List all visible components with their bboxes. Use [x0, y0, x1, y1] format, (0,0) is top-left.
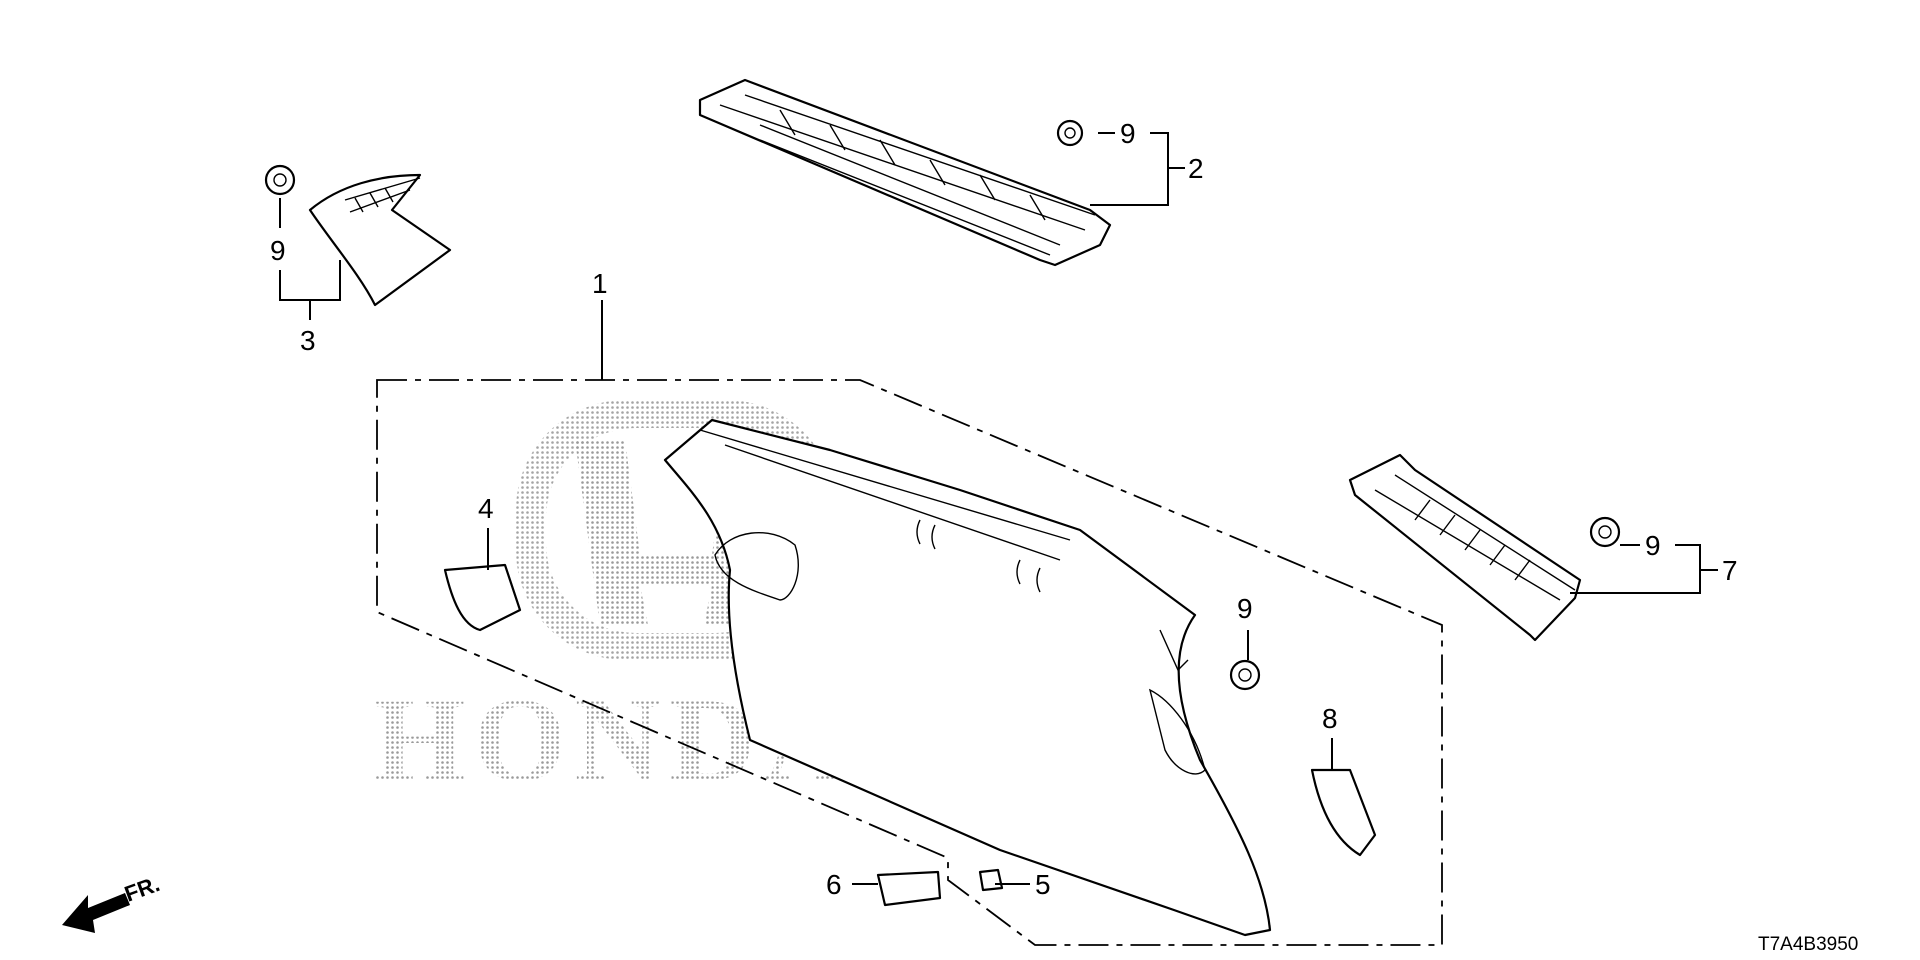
part-2-upper-trim: [698, 78, 1112, 267]
callout-9-part3: 9: [270, 235, 286, 266]
part-8-cover: [1310, 768, 1377, 857]
part-5-clip: [978, 868, 1004, 892]
part-1-tailgate-lining: [663, 418, 1272, 937]
diagram-code: T7A4B3950: [1758, 934, 1858, 955]
part-7-side-trim: [1348, 453, 1582, 642]
callout-2: 2: [1188, 153, 1204, 184]
front-direction-arrow-icon: [62, 893, 130, 933]
callout-9-part7: 9: [1645, 530, 1661, 561]
leader-lines: [279, 132, 1718, 885]
callout-8: 8: [1322, 703, 1338, 734]
front-direction-label: FR.: [121, 871, 163, 907]
part-3-pillar-trim: [308, 173, 452, 307]
callout-6: 6: [826, 869, 842, 900]
assembly-1-boundary: [376, 379, 1443, 946]
part-4-cover: [443, 563, 522, 632]
clip-icon: [264, 119, 1621, 691]
callout-4: 4: [478, 493, 494, 524]
callout-9-part1: 9: [1237, 593, 1253, 624]
callout-9-part2: 9: [1120, 118, 1136, 149]
callout-7: 7: [1722, 555, 1738, 586]
part-6-handle: [876, 870, 942, 907]
callout-1: 1: [592, 268, 608, 299]
callout-5: 5: [1035, 869, 1051, 900]
callout-3: 3: [300, 325, 316, 356]
